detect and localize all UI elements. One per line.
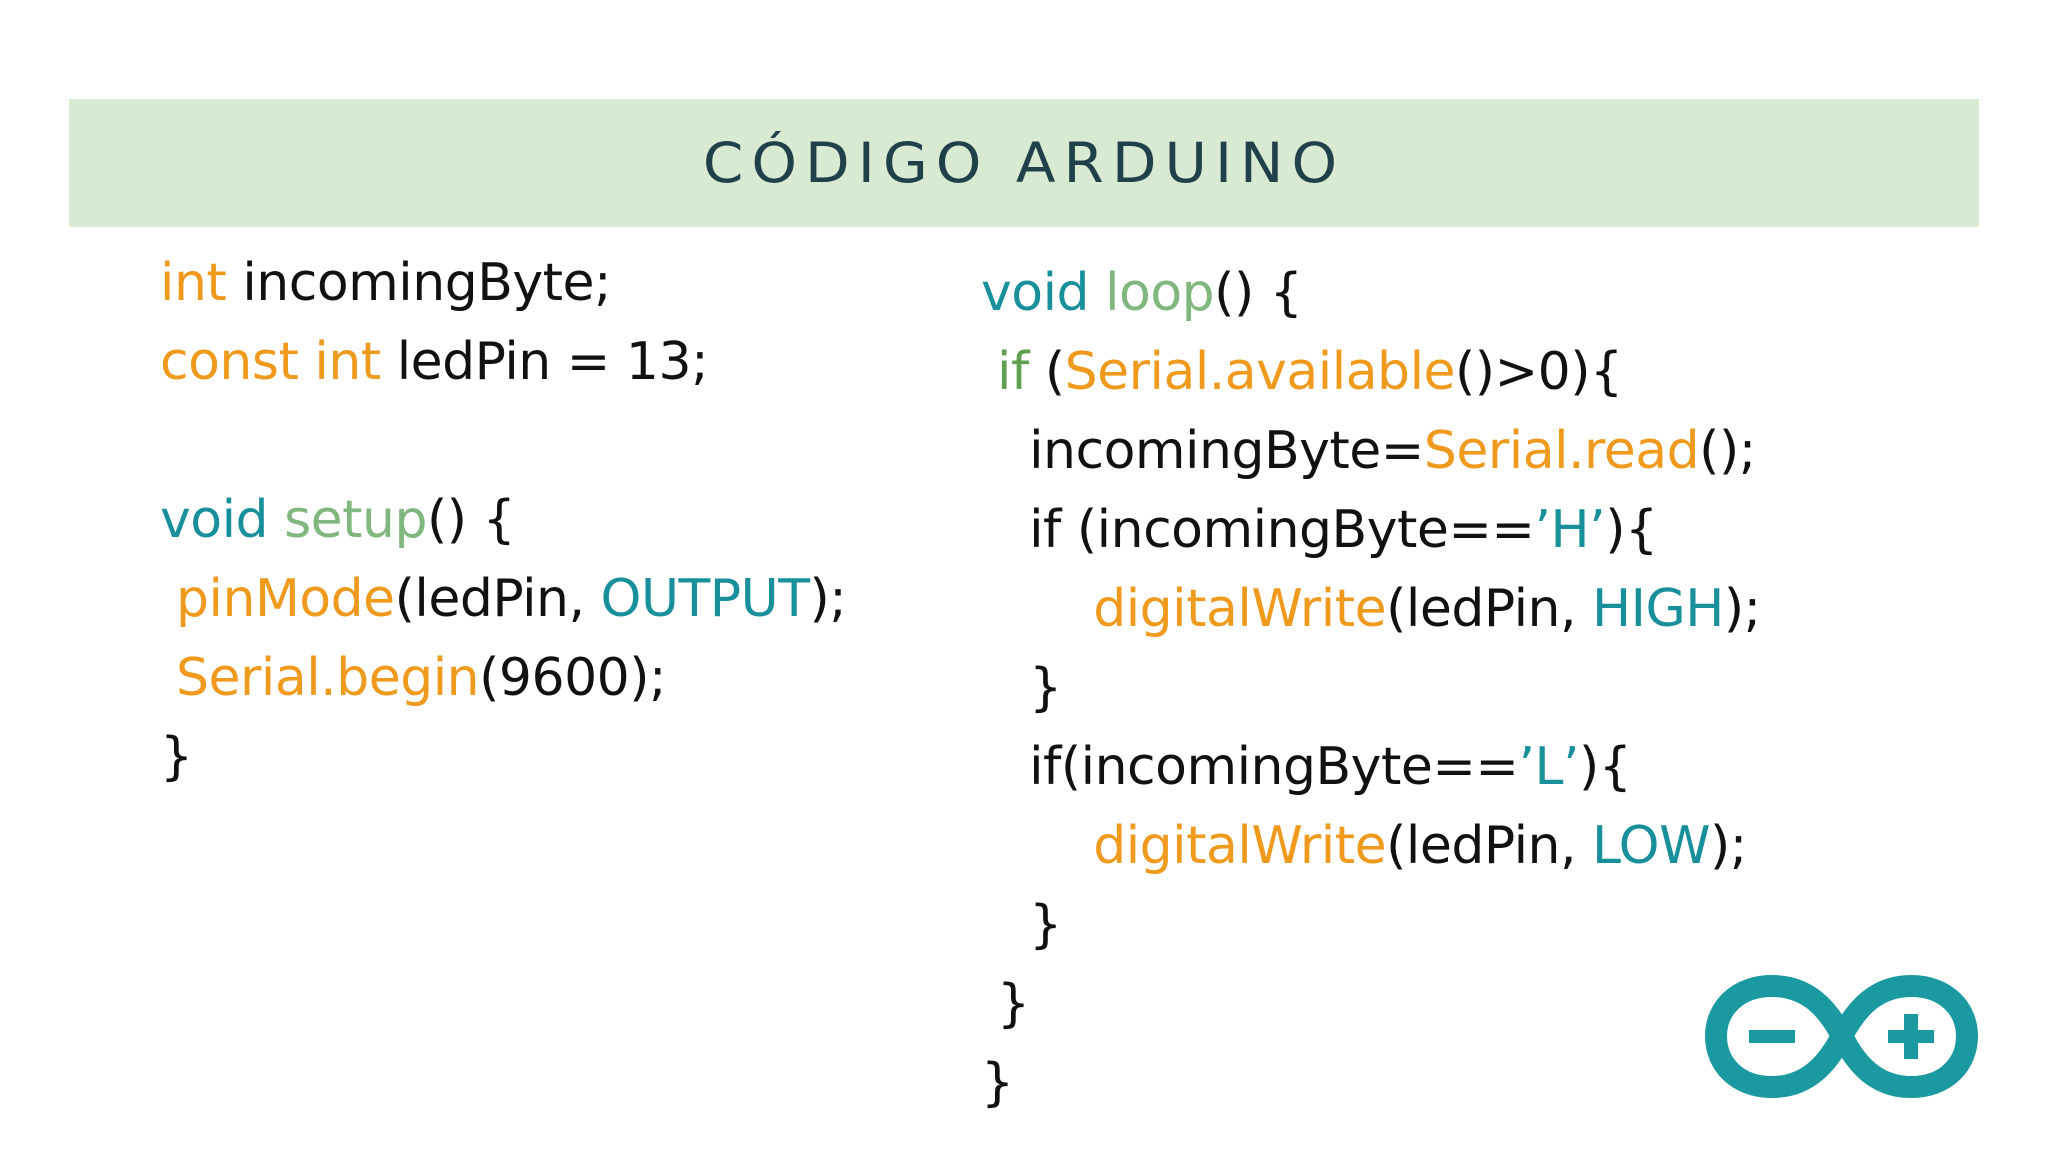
code-token: loop bbox=[1105, 263, 1215, 323]
code-text: ()>0){ bbox=[1455, 342, 1623, 402]
code-line: int incomingByte; bbox=[160, 244, 846, 323]
code-text: } bbox=[981, 895, 1062, 955]
arduino-logo-icon bbox=[1705, 975, 1978, 1098]
code-text: (ledPin, bbox=[1386, 816, 1593, 876]
code-text bbox=[1089, 263, 1105, 323]
code-line: } bbox=[981, 649, 1761, 728]
code-text: ){ bbox=[1579, 737, 1632, 797]
code-token: OUTPUT bbox=[600, 569, 810, 629]
code-token: int bbox=[160, 253, 227, 313]
code-token: LOW bbox=[1592, 816, 1711, 876]
title-banner: CÓDIGO ARDUINO bbox=[69, 99, 1979, 227]
code-token: void bbox=[981, 263, 1090, 323]
code-text: } bbox=[981, 658, 1062, 718]
code-line: if(incomingByte==’L’){ bbox=[981, 728, 1761, 807]
code-text: ledPin = 13; bbox=[380, 332, 709, 392]
code-line: Serial.begin(9600); bbox=[160, 639, 846, 718]
code-text: (9600); bbox=[479, 648, 667, 708]
code-block-right: void loop() { if (Serial.available()>0){… bbox=[981, 254, 1761, 1123]
code-text: ); bbox=[1710, 816, 1747, 876]
code-text: incomingByte= bbox=[981, 421, 1424, 481]
code-line: void loop() { bbox=[981, 254, 1761, 333]
code-token: void bbox=[160, 490, 269, 550]
code-token: if bbox=[997, 342, 1029, 402]
code-line: digitalWrite(ledPin, HIGH); bbox=[981, 570, 1761, 649]
code-text: (ledPin, bbox=[394, 569, 601, 629]
code-text bbox=[981, 342, 997, 402]
code-token: digitalWrite bbox=[1093, 579, 1387, 639]
code-line: } bbox=[981, 965, 1761, 1044]
code-token: pinMode bbox=[176, 569, 395, 629]
code-token: ’H’ bbox=[1534, 500, 1606, 560]
code-line: } bbox=[981, 1044, 1761, 1123]
code-token: digitalWrite bbox=[1093, 816, 1387, 876]
code-block-left: int incomingByte;const int ledPin = 13;v… bbox=[160, 244, 847, 797]
code-text: () { bbox=[1214, 263, 1303, 323]
code-token: ’L’ bbox=[1518, 737, 1580, 797]
code-text: } bbox=[981, 974, 1030, 1034]
code-line: digitalWrite(ledPin, LOW); bbox=[981, 807, 1761, 886]
code-text: () { bbox=[427, 490, 516, 550]
code-text: ); bbox=[1723, 579, 1761, 639]
code-text bbox=[981, 579, 1093, 639]
code-line: incomingByte=Serial.read(); bbox=[981, 412, 1761, 491]
code-text: (ledPin, bbox=[1386, 579, 1593, 639]
code-token: Serial.read bbox=[1423, 421, 1700, 481]
code-text bbox=[160, 648, 176, 708]
code-text: ){ bbox=[1605, 500, 1658, 560]
code-token: const int bbox=[160, 332, 381, 392]
code-line: void setup() { bbox=[160, 481, 846, 560]
code-line: } bbox=[160, 718, 846, 797]
code-text: if (incomingByte== bbox=[981, 500, 1535, 560]
code-token: setup bbox=[284, 490, 428, 550]
code-text bbox=[981, 816, 1093, 876]
code-text: if(incomingByte== bbox=[981, 737, 1519, 797]
code-text bbox=[160, 569, 176, 629]
code-text: incomingByte; bbox=[226, 253, 612, 313]
code-token: Serial.begin bbox=[176, 648, 480, 708]
code-line: if (incomingByte==’H’){ bbox=[981, 491, 1761, 570]
code-token: Serial.available bbox=[1064, 342, 1456, 402]
code-text: } bbox=[981, 1053, 1014, 1113]
code-text: (); bbox=[1699, 421, 1756, 481]
code-text bbox=[268, 490, 284, 550]
code-text: } bbox=[160, 727, 193, 787]
code-line: } bbox=[981, 886, 1761, 965]
slide-title: CÓDIGO ARDUINO bbox=[702, 130, 1346, 196]
code-line: pinMode(ledPin, OUTPUT); bbox=[160, 560, 847, 639]
code-line: if (Serial.available()>0){ bbox=[981, 333, 1761, 412]
code-text: ); bbox=[809, 569, 847, 629]
code-line bbox=[160, 402, 846, 481]
code-line: const int ledPin = 13; bbox=[160, 323, 846, 402]
code-token: HIGH bbox=[1592, 579, 1724, 639]
code-text: ( bbox=[1028, 342, 1065, 402]
